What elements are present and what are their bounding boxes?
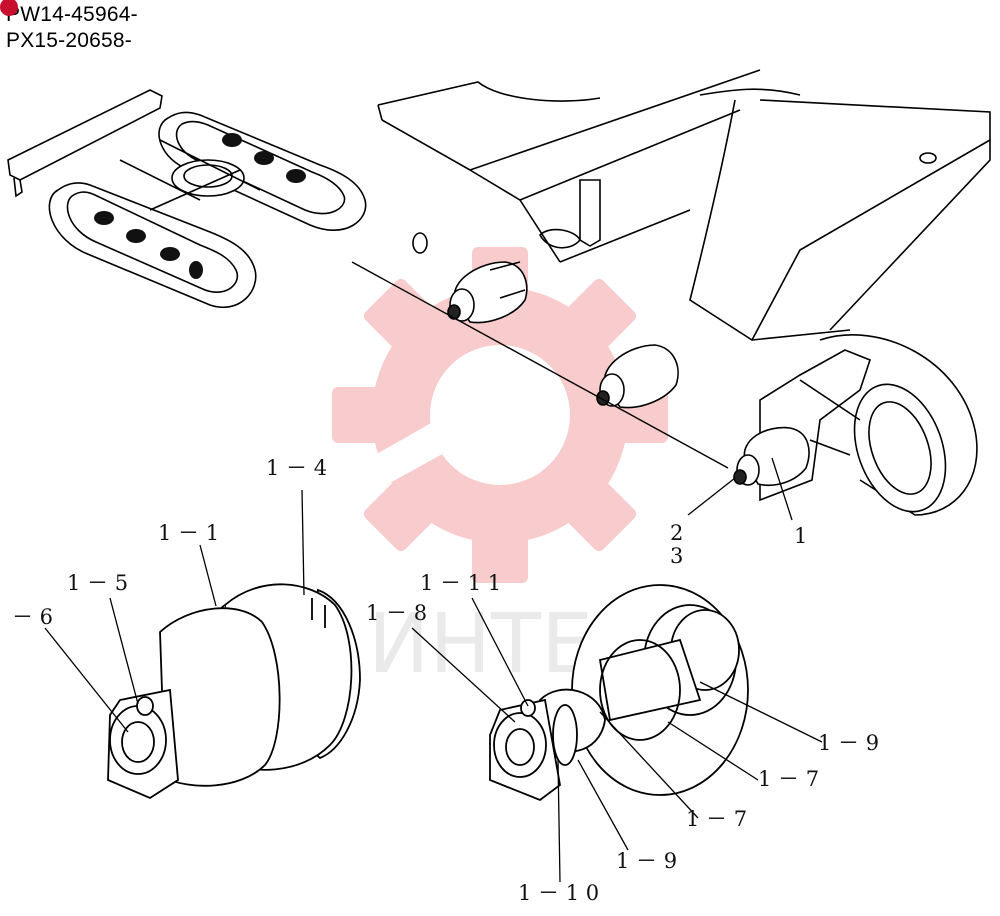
installed-rollers	[351, 261, 810, 486]
callout-labels: 1 2 3 1 － 4 1 － 1 1 － 5 － 6 1 － 1 1 1 － …	[12, 456, 879, 905]
callout-1-7-b: 1 － 7	[686, 807, 747, 831]
overview-rollers	[94, 133, 306, 279]
roller-installed-2	[596, 344, 679, 409]
callout-1-7-a: 1 － 7	[758, 767, 819, 791]
undercarriage-overview	[7, 89, 367, 308]
callout-1-5: 1 － 5	[67, 571, 128, 595]
serial-range-2: PX15-20658-	[6, 30, 132, 52]
roller-installed-1	[447, 261, 528, 324]
track-roller-assembled	[107, 583, 361, 800]
roller-installed-3	[733, 426, 810, 486]
serial-text-2: PX15-20658-	[6, 29, 132, 52]
red-marker-icon	[0, 0, 18, 16]
leader-lines	[44, 457, 823, 883]
callout-3: 3	[670, 544, 683, 568]
callout-1-9-a: 1 － 9	[818, 731, 879, 755]
callout-1-9-b: 1 － 9	[616, 849, 677, 873]
callout-1: 1	[794, 524, 807, 548]
callout-1-4: 1 － 4	[266, 456, 327, 480]
callout-2: 2	[670, 521, 683, 545]
callout-1-8: 1 － 8	[366, 601, 427, 625]
track-roller-cutaway	[489, 584, 749, 802]
serial-range-1: PW14-45964-	[0, 0, 138, 26]
callout-1-11: 1 － 1 1	[420, 571, 501, 595]
callout-6: － 6	[12, 605, 53, 629]
serial-text-1: PW14-45964-	[6, 3, 138, 26]
callout-1-1: 1 － 1	[158, 521, 219, 545]
callout-1-10: 1 － 1 0	[518, 881, 599, 905]
